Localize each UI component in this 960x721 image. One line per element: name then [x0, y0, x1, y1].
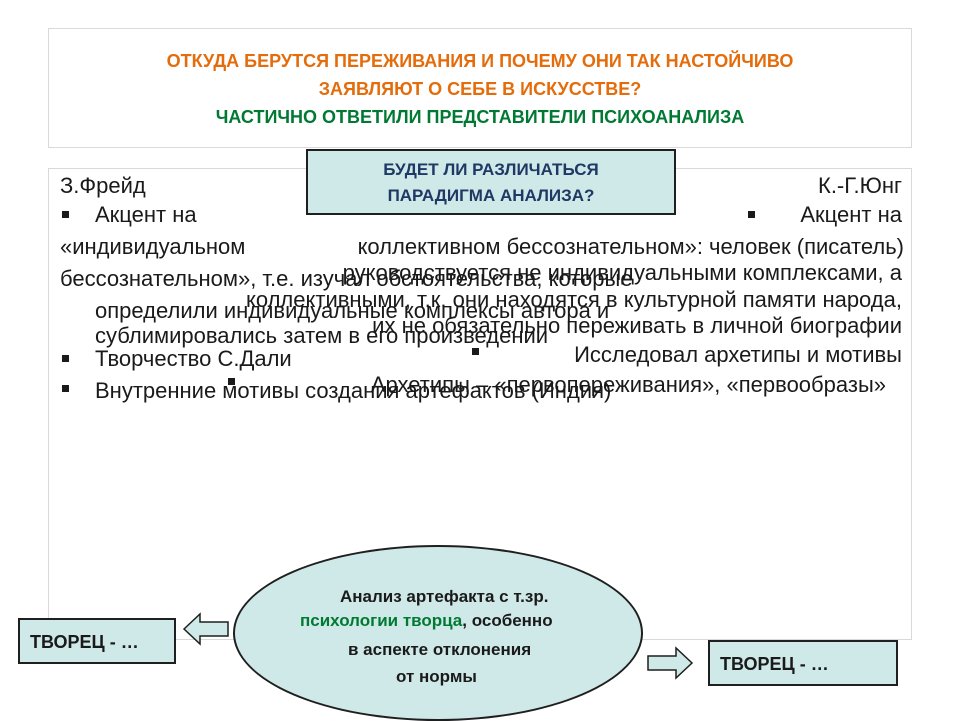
ellipse-line-2: психологии творца, особенно: [300, 608, 553, 634]
ellipse-line-1: Анализ артефакта с т.зр.: [340, 587, 549, 606]
creator-right-label: ТВОРЕЦ - …: [720, 654, 829, 674]
freud-b1-l4: определили индивидуальные комплексы авто…: [95, 298, 610, 323]
jung-bullet-3: [228, 378, 235, 385]
jung-b1-l3: руководствуется не индивидуальными компл…: [342, 260, 902, 285]
freud-bullet-2: [62, 355, 69, 362]
freud-bullet-3: [62, 385, 69, 392]
ellipse-line-3: в аспекте отклонения: [348, 640, 532, 659]
jung-b1-l2: коллективном бессознательном»: человек (…: [357, 234, 904, 259]
freud-b3: Внутренние мотивы создания артефактов (И…: [95, 378, 612, 403]
ellipse-line-2-highlight: психологии творца: [300, 611, 463, 630]
paradigm-question-box: БУДЕТ ЛИ РАЗЛИЧАТЬСЯ ПАРАДИГМА АНАЛИЗА?: [306, 149, 676, 215]
ellipse-line-2-rest: , особенно: [462, 611, 553, 630]
jung-name: К.-Г.Юнг: [818, 173, 902, 198]
freud-b2: Творчество С.Дали: [95, 346, 292, 371]
question-line-2: ПАРАДИГМА АНАЛИЗА?: [387, 186, 595, 205]
freud-bullet-1: [62, 211, 69, 218]
jung-b1-l4: коллективными, т.к. они находятся в куль…: [245, 287, 902, 312]
title-line-3: ЧАСТИЧНО ОТВЕТИЛИ ПРЕДСТАВИТЕЛИ ПСИХОАНА…: [215, 107, 745, 127]
jung-bullet-1: [748, 211, 755, 218]
title-line-1: ОТКУДА БЕРУТСЯ ПЕРЕЖИВАНИЯ И ПОЧЕМУ ОНИ …: [166, 51, 794, 71]
creator-box-right: ТВОРЕЦ - …: [708, 640, 898, 686]
jung-b2: Исследовал архетипы и мотивы: [574, 342, 902, 367]
freud-b1-l5: сублимировались затем в его произведении: [95, 323, 549, 348]
arrow-left-icon: [182, 612, 229, 646]
question-line-1: БУДЕТ ЛИ РАЗЛИЧАТЬСЯ: [383, 160, 599, 179]
title-line-2: ЗАЯВЛЯЮТ О СЕБЕ В ИСКУССТВЕ?: [318, 79, 642, 99]
jung-b1-l5: их не обязательно переживать в личной би…: [372, 313, 902, 338]
freud-b1-l2: «индивидуальном: [60, 234, 246, 259]
freud-b1-l3: бессознательном», т.е. изучал обстоятель…: [60, 266, 633, 291]
creator-box-left: ТВОРЕЦ - …: [18, 618, 176, 664]
arrow-right-icon: [647, 646, 694, 680]
jung-b1-l1: Акцент на: [800, 202, 902, 227]
ellipse-line-4: от нормы: [396, 667, 477, 686]
creator-left-label: ТВОРЕЦ - …: [30, 632, 139, 652]
jung-b3: Архетипы – «первопереживания», «первообр…: [370, 372, 886, 397]
freud-name: З.Фрейд: [60, 173, 146, 198]
jung-bullet-2: [472, 348, 479, 355]
analysis-ellipse: [233, 545, 643, 721]
freud-b1-l1: Акцент на: [95, 202, 197, 227]
slide-title: ОТКУДА БЕРУТСЯ ПЕРЕЖИВАНИЯ И ПОЧЕМУ ОНИ …: [48, 28, 912, 148]
